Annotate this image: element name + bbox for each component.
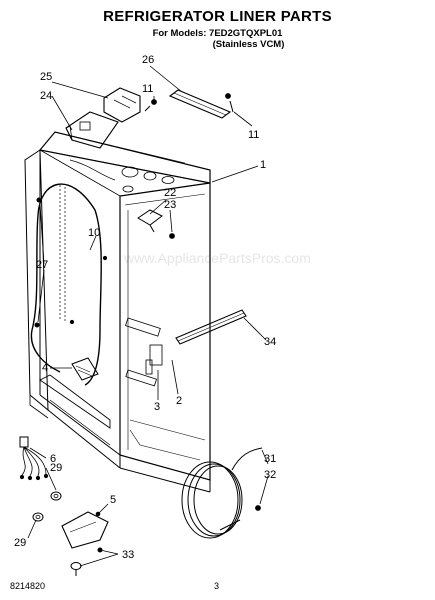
- leader-lines: [27, 65, 269, 567]
- callout-25: 25: [40, 71, 52, 83]
- callout-34: 34: [264, 336, 276, 348]
- liner-cabinet: [24, 131, 211, 493]
- model-info: For Models: 7ED2GTQXPL01 (Stainless VCM): [0, 28, 435, 50]
- hole-plug: [50, 491, 62, 501]
- page-number: 3: [214, 581, 220, 591]
- part-number: 8214820: [10, 581, 46, 591]
- screw-icon: [255, 505, 261, 511]
- screw-icon: [34, 322, 40, 328]
- screw-icon: [225, 93, 234, 113]
- screw-icon: [36, 197, 42, 203]
- callout-4: 4: [42, 362, 48, 374]
- liner-trim-strip: [168, 89, 232, 119]
- callout-29a: 29: [50, 462, 62, 474]
- callout-23: 23: [164, 199, 176, 211]
- control-housing: [65, 87, 141, 149]
- callout-3: 3: [154, 401, 160, 413]
- wire-connector: [19, 436, 49, 481]
- callout-11b: 11: [248, 129, 259, 141]
- callout-31: 31: [264, 453, 276, 465]
- callout-11a: 11: [142, 83, 153, 95]
- callout-1: 1: [260, 159, 266, 171]
- callout-24: 24: [40, 90, 52, 102]
- mounting-bracket: [137, 209, 175, 239]
- screw-icon: [144, 99, 157, 112]
- watermark: www.AppliancePartsPros.com: [124, 250, 311, 266]
- callout-22: 22: [164, 187, 176, 199]
- wire-harness: [30, 183, 102, 386]
- callout-33: 33: [122, 549, 134, 561]
- callout-5: 5: [110, 494, 116, 506]
- callout-2: 2: [176, 395, 182, 407]
- callout-26: 26: [142, 54, 154, 66]
- callout-27: 27: [36, 259, 48, 271]
- hinge-bracket: [61, 511, 109, 549]
- callout-29b: 29: [14, 537, 26, 549]
- callout-32: 32: [264, 469, 276, 481]
- variant-line: (Stainless VCM): [212, 39, 285, 50]
- hole-plug: [32, 512, 44, 522]
- water-tube-coil: [181, 447, 263, 539]
- page-title: REFRIGERATOR LINER PARTS: [103, 8, 332, 25]
- shelf-support-bar: [175, 309, 247, 345]
- screw-icon: [70, 562, 82, 576]
- callout-10: 10: [88, 227, 100, 239]
- connector-block: [71, 357, 99, 381]
- callout-6: 6: [50, 453, 56, 465]
- models-line: For Models: 7ED2GTQXPL01: [152, 28, 283, 39]
